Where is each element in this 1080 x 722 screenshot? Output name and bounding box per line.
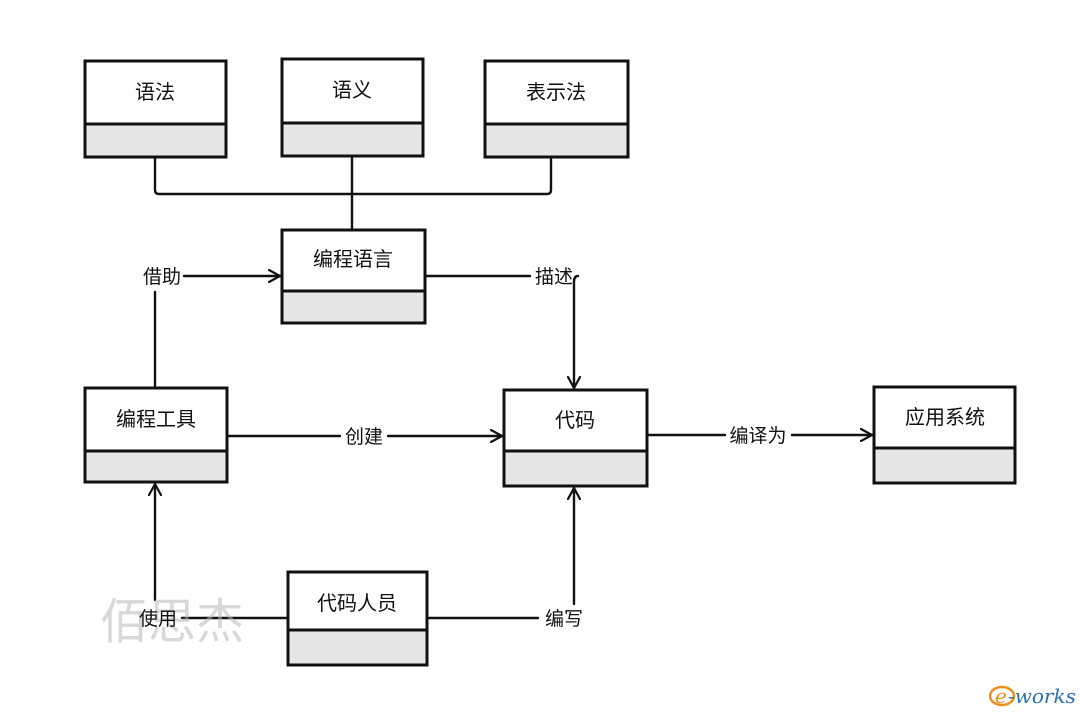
eworks-logo: e -works	[988, 684, 1076, 708]
connector-syntax	[153, 156, 354, 196]
watermark-text: 佰思杰	[100, 594, 244, 650]
node-code-label: 代码	[555, 408, 595, 432]
connector-lines	[153, 156, 874, 620]
node-syntax-label: 语法	[135, 80, 175, 104]
node-programming-language-label: 编程语言	[313, 247, 393, 271]
connector-notation	[350, 156, 553, 196]
node-notation-label: 表示法	[526, 80, 586, 104]
logo-suffix: -works	[1008, 684, 1076, 708]
logo-prefix: e	[995, 684, 1007, 708]
node-application-system-label: 应用系统	[905, 405, 985, 429]
edge-label-write: 编写	[545, 608, 583, 630]
node-code[interactable]: 代码	[502, 388, 649, 488]
edge-label-describe: 描述	[535, 266, 573, 288]
edge-label-use: 使用	[139, 608, 177, 630]
node-syntax[interactable]: 语法	[83, 59, 228, 159]
node-programming-tools[interactable]: 编程工具	[83, 386, 229, 484]
node-programming-tools-label: 编程工具	[116, 407, 196, 431]
node-notation[interactable]: 表示法	[483, 59, 630, 159]
node-programming-language[interactable]: 编程语言	[280, 228, 427, 325]
node-semantics-label: 语义	[332, 78, 372, 102]
node-application-system[interactable]: 应用系统	[872, 385, 1017, 485]
edge-label-borrow: 借助	[143, 266, 181, 288]
node-semantics[interactable]: 语义	[280, 57, 425, 158]
edge-label-create: 创建	[345, 426, 383, 448]
edge-label-compile-to: 编译为	[729, 425, 786, 447]
node-coder-label: 代码人员	[317, 591, 397, 615]
arrow-describe-head	[574, 274, 578, 390]
node-coder[interactable]: 代码人员	[286, 570, 429, 667]
